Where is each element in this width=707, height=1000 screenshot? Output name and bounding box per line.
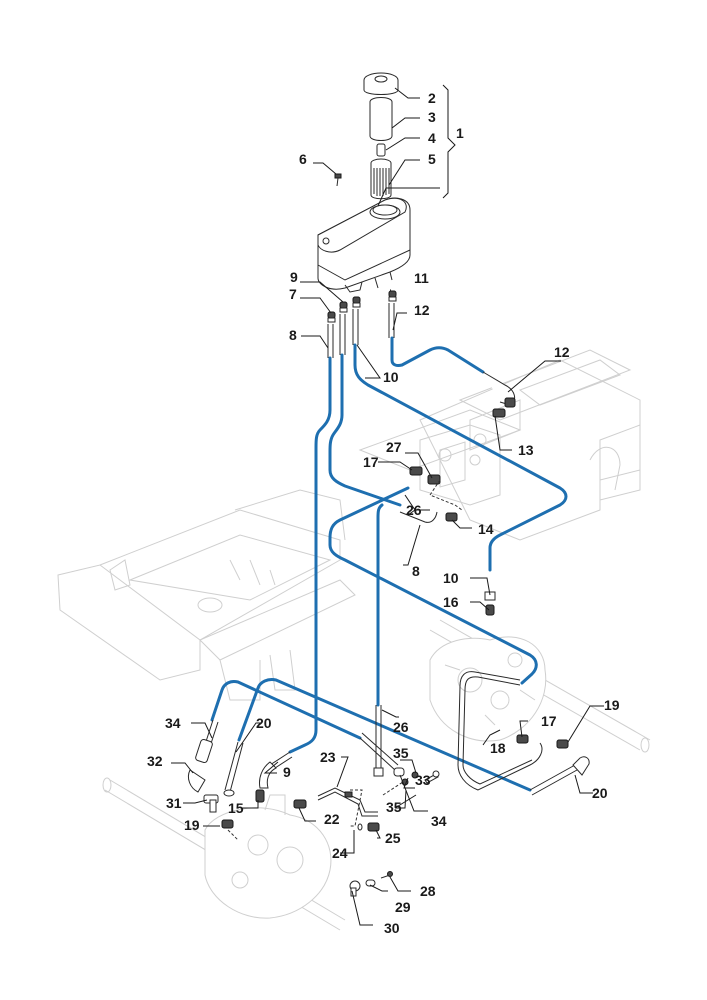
clamp-34 [393, 767, 405, 777]
callout-13: 13 [518, 442, 534, 458]
callout-12-right: 12 [554, 344, 570, 360]
callout-27: 27 [386, 439, 402, 455]
hose-clamps-group [327, 290, 397, 323]
callout-3: 3 [428, 109, 436, 125]
callout-labels: 1 2 3 4 5 6 7 8 8 9 9 10 10 11 12 12 13 … [147, 90, 620, 936]
hose-ends-lower [195, 705, 590, 797]
callout-19-right: 19 [604, 697, 620, 713]
filter-element [370, 158, 392, 200]
fitting-19-right [556, 739, 569, 749]
fitting-14 [445, 512, 458, 522]
screw [334, 173, 342, 187]
callout-33: 33 [415, 772, 431, 788]
fitting-27 [427, 474, 441, 485]
callout-15: 15 [228, 800, 244, 816]
callout-19-left: 19 [184, 817, 200, 833]
screw-28 [380, 871, 393, 879]
spacer [376, 143, 386, 157]
hose-20 [237, 678, 532, 792]
callout-8-lower: 8 [412, 563, 420, 579]
hose-9 [328, 353, 402, 507]
bolt-33 [424, 770, 440, 784]
callout-7: 7 [289, 286, 297, 302]
hose-10 [353, 343, 568, 572]
fitting-17-upper [409, 466, 423, 476]
callout-29: 29 [395, 899, 411, 915]
callout-26-upper: 26 [393, 719, 409, 735]
callout-8-upper: 8 [289, 327, 297, 343]
elbow-32 [187, 769, 206, 793]
fitting-13 [492, 408, 506, 418]
pipe-18 [457, 671, 543, 791]
hose-ends-upper [327, 303, 395, 358]
hose-26 [376, 503, 384, 707]
hose-12 [390, 336, 485, 374]
callout-16: 16 [443, 594, 459, 610]
elbow-12 [482, 371, 516, 408]
callout-10-upper: 10 [383, 369, 399, 385]
callout-18: 18 [490, 740, 506, 756]
transaxle-right [429, 619, 651, 753]
fitting-19-left [221, 819, 234, 829]
fitting-17-lower [516, 734, 529, 744]
callout-34-left: 34 [165, 715, 181, 731]
callout-35-lower: 35 [386, 799, 402, 815]
callout-11: 11 [414, 270, 429, 286]
callout-26-lower: 26 [406, 502, 422, 518]
callout-34-right: 34 [431, 813, 447, 829]
callout-17-upper: 17 [363, 454, 379, 470]
fitting-15 [255, 789, 265, 803]
fitting-22 [293, 799, 307, 809]
callout-10-lower: 10 [443, 570, 459, 586]
callout-5: 5 [428, 151, 436, 167]
leader-lines [171, 87, 604, 926]
hose-34 [210, 680, 362, 740]
callout-14: 14 [478, 521, 494, 537]
strainer-sleeve [369, 97, 393, 141]
assembly-bracket [442, 84, 456, 199]
fitting-16 [484, 591, 496, 616]
callout-24: 24 [332, 845, 348, 861]
callout-17-lower: 17 [541, 713, 557, 729]
callout-35-upper: 35 [393, 745, 409, 761]
fitting-25 [367, 822, 380, 832]
chassis-frame-rear [358, 349, 641, 541]
callout-2: 2 [428, 90, 436, 106]
hydraulic-hoses [210, 336, 568, 792]
clip-30 [349, 880, 361, 897]
callout-32: 32 [147, 753, 163, 769]
transaxle-left [102, 777, 346, 931]
callout-9-upper: 9 [290, 269, 298, 285]
callout-20-right: 20 [592, 785, 608, 801]
callout-23: 23 [320, 749, 336, 765]
hose-17 [328, 486, 538, 685]
callout-22: 22 [324, 811, 340, 827]
chassis-frame-front [57, 489, 356, 701]
hose-8 [288, 356, 332, 754]
sleeve-29 [365, 879, 376, 887]
callout-30: 30 [384, 920, 400, 936]
callout-4: 4 [428, 130, 436, 146]
tee-31 [203, 794, 219, 813]
callout-12-upper: 12 [414, 302, 430, 318]
callout-1: 1 [456, 125, 464, 141]
o-ring-24 [357, 823, 363, 831]
oil-tank [317, 197, 411, 293]
callout-28: 28 [420, 883, 436, 899]
dashed-connectors [227, 479, 463, 841]
callout-25: 25 [385, 830, 401, 846]
callout-9-lower: 9 [283, 764, 291, 780]
callout-20-upper: 20 [256, 715, 272, 731]
callout-31: 31 [166, 795, 182, 811]
tank-cap [363, 72, 399, 95]
callout-6: 6 [299, 151, 307, 167]
valve-block [419, 424, 501, 506]
